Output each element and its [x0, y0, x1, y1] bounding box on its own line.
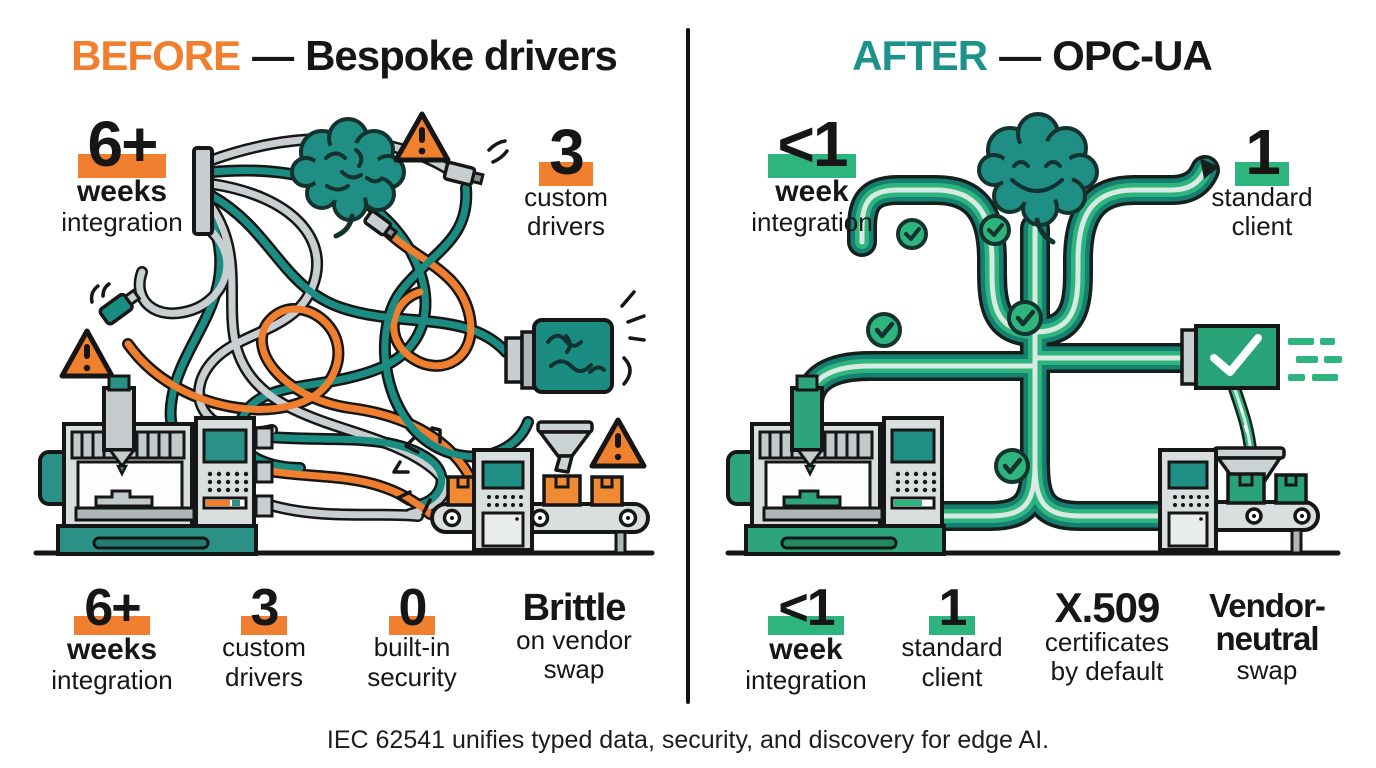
stat-custom-drivers-top: 3 custom drivers — [524, 116, 608, 241]
stat-underline — [768, 616, 844, 636]
usb-plug-icon — [98, 288, 142, 326]
stat-underline — [539, 161, 593, 186]
panel-divider — [686, 28, 690, 704]
stat-underline — [388, 616, 436, 636]
disconnect-marks-icon — [487, 139, 509, 164]
warning-icon — [393, 111, 451, 163]
after-title: AFTER—OPC-UA — [688, 32, 1376, 80]
stat-underline — [74, 616, 150, 636]
control-cabinet-icon — [472, 448, 534, 552]
title-dash: — — [999, 32, 1041, 79]
brain-icon — [290, 117, 406, 239]
cnc-machine-icon — [726, 374, 946, 556]
check-gate-icon — [1180, 324, 1280, 390]
stat-weeks-integration-before: 6+ weeks integration — [51, 579, 173, 696]
spark-marks-icon — [392, 426, 442, 514]
before-scene-illustration — [33, 111, 655, 556]
stat-builtin-security: 0 built-in security — [367, 579, 457, 692]
footer-caption: IEC 62541 unifies typed data, security, … — [326, 726, 1050, 754]
before-word: BEFORE — [71, 32, 241, 79]
ribbon-connector-icon — [192, 146, 214, 236]
stat-brittle-vendor-swap: Brittle on vendor swap — [516, 587, 632, 685]
disconnect-marks-icon — [89, 282, 111, 304]
stat-underline — [77, 153, 167, 178]
stat-weeks-integration-before-top: 6+ weeks integration — [61, 108, 183, 237]
warning-icon — [589, 417, 647, 469]
after-subject: OPC-UA — [1052, 32, 1213, 79]
conveyor-icon — [430, 474, 650, 555]
chip-plug-icon — [504, 290, 646, 394]
conveyor-icon — [1188, 472, 1320, 555]
box-icon — [1226, 472, 1308, 505]
check-badge-icon — [866, 214, 1043, 484]
box-icon — [446, 474, 624, 507]
stat-underline — [767, 153, 857, 178]
arrowhead-icon — [1200, 158, 1219, 179]
control-cabinet-icon — [1158, 448, 1218, 552]
stat-vendor-neutral-swap: Vendor- neutral swap — [1209, 587, 1326, 686]
stat-custom-drivers: 3 custom drivers — [222, 579, 306, 692]
cnc-machine-icon — [38, 374, 274, 556]
stat-week-integration-after-top: <1 week integration — [751, 108, 873, 237]
speed-dashes-icon — [1288, 338, 1342, 381]
loose-plug-icon — [442, 160, 485, 187]
gate-output-pipe — [1228, 383, 1258, 461]
stat-x509-certificates: X.509 certificates by default — [1044, 584, 1170, 686]
happy-brain-icon — [977, 112, 1099, 245]
stat-underline — [240, 616, 288, 636]
warning-icon — [59, 328, 115, 379]
after-scene-illustration — [725, 112, 1342, 556]
pipes-illustration — [809, 158, 1219, 516]
title-dash: — — [252, 32, 294, 79]
stat-standard-client-top: 1 standard client — [1211, 116, 1313, 241]
before-subject: Bespoke drivers — [305, 32, 618, 79]
funnel-icon — [536, 420, 594, 474]
after-word: AFTER — [852, 32, 988, 79]
before-title: BEFORE—Bespoke drivers — [0, 32, 688, 80]
stat-week-integration-after: <1 week integration — [745, 579, 867, 696]
stat-standard-client: 1 standard client — [901, 579, 1003, 692]
stat-underline — [928, 616, 976, 636]
stat-underline — [1235, 161, 1289, 186]
loose-plug-icon — [363, 209, 399, 241]
